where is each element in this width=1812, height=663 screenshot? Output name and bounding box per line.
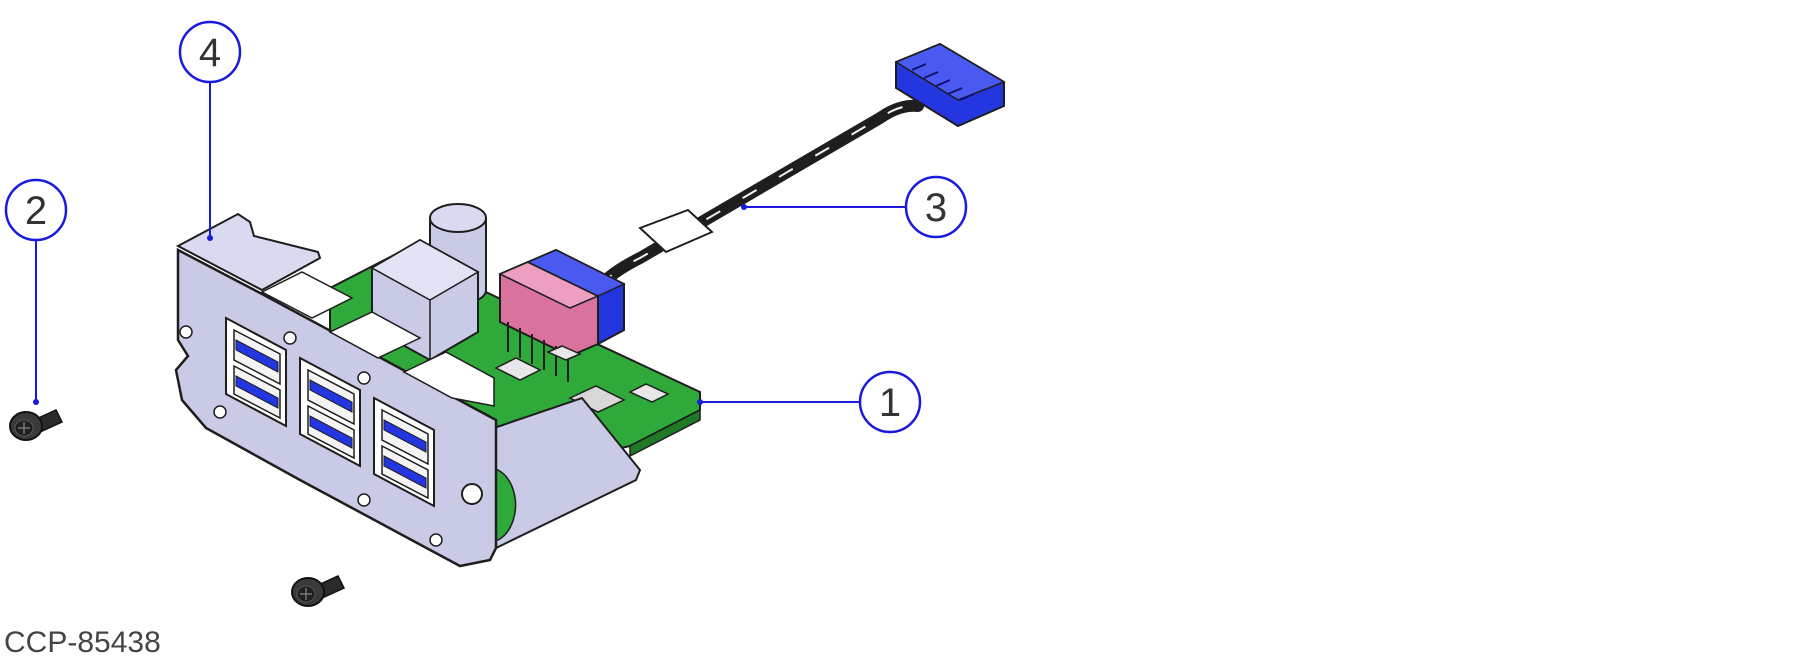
board-edge xyxy=(629,408,701,458)
chip-d xyxy=(546,345,582,361)
bracket-hole-7 xyxy=(461,483,483,505)
callout-3: 3 xyxy=(741,175,968,239)
pink-pin-header xyxy=(498,260,600,382)
usb-port-stack-1 xyxy=(225,316,287,428)
usb-port-stack-3 xyxy=(373,396,435,508)
screw-left xyxy=(9,409,64,441)
blue-end-connector xyxy=(894,42,1006,128)
io-bracket xyxy=(174,212,642,568)
chip-c xyxy=(628,383,670,403)
chip-a xyxy=(494,357,542,381)
usb-housing-1-top xyxy=(260,271,354,319)
figure-id-label: CCP-85438 xyxy=(4,626,161,659)
bracket-hole-6 xyxy=(429,533,443,547)
callout-2: 2 xyxy=(4,178,68,405)
usb-housing-2-top xyxy=(328,311,422,359)
usb-housing-3-top xyxy=(402,351,495,407)
usb-port-stack-2 xyxy=(299,356,361,468)
bracket-hole-3 xyxy=(283,331,297,345)
callout-4-label: 4 xyxy=(199,31,221,75)
bracket-hole-1 xyxy=(179,325,193,339)
cable-label-sleeve xyxy=(638,208,714,254)
callout-2-label: 2 xyxy=(25,189,47,233)
bracket-hole-5 xyxy=(357,493,371,507)
callout-4: 4 xyxy=(178,20,242,241)
bracket-hole-4 xyxy=(357,371,371,385)
screw-bottom xyxy=(291,575,346,607)
bracket-hole-2 xyxy=(213,405,227,419)
cable xyxy=(594,99,924,292)
callout-3-label: 3 xyxy=(925,186,947,230)
blue-mated-connector xyxy=(525,248,626,346)
callout-1: 1 xyxy=(697,370,922,434)
cable-assembly xyxy=(594,42,1006,292)
bracket-top-flange xyxy=(175,212,322,292)
callout-1-label: 1 xyxy=(879,381,901,425)
